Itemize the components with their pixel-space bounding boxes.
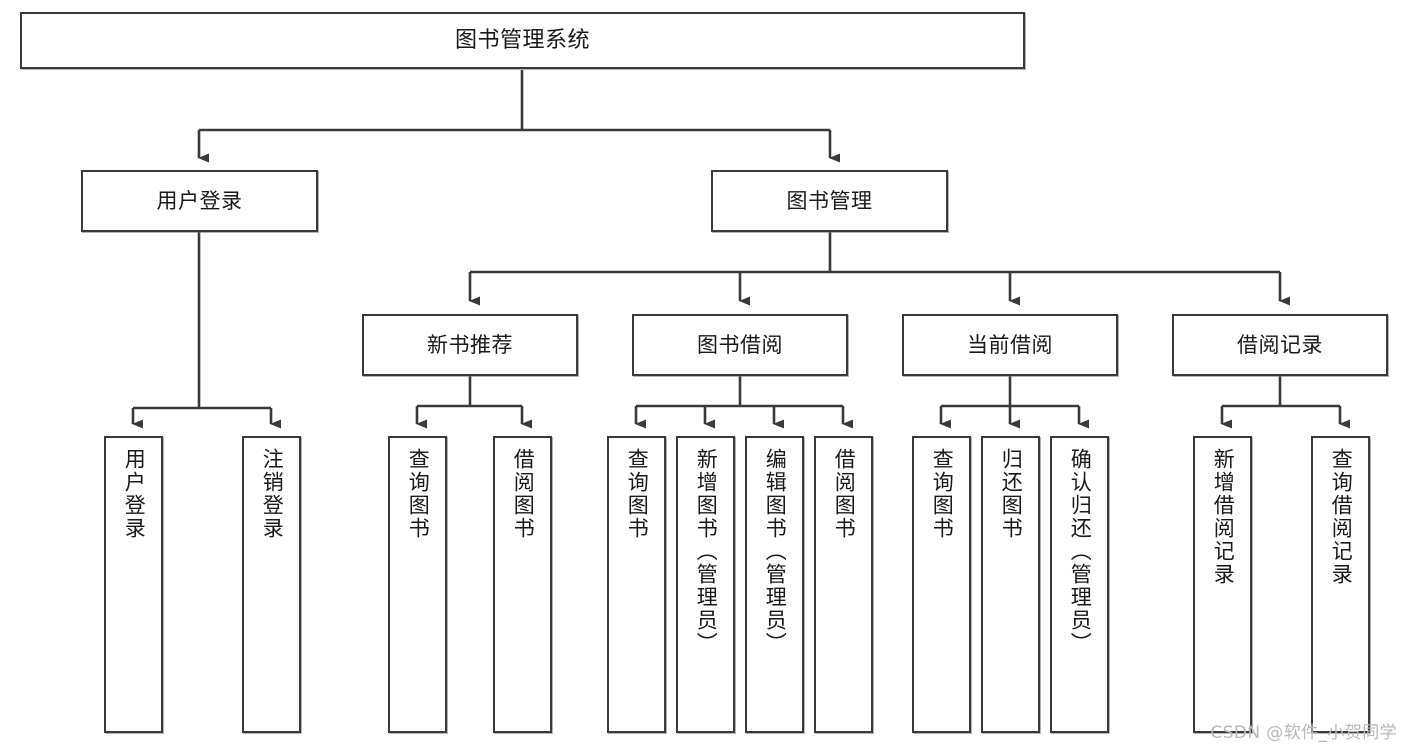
node-label: 归还图书 xyxy=(999,448,1024,540)
node-label: 用户登录 xyxy=(122,448,147,540)
node-label: 借阅图书 xyxy=(511,448,536,540)
watermark-text: CSDN @软件_小贺同学 xyxy=(1210,723,1397,743)
node-leaf-user-login[interactable]: 用户登录 xyxy=(104,436,163,733)
node-label: 编辑图书（管理员） xyxy=(763,448,788,655)
node-root-book-management-system[interactable]: 图书管理系统 xyxy=(20,12,1025,69)
node-leaf-add-record[interactable]: 新增借阅记录 xyxy=(1193,436,1252,733)
node-label: 确认归还（管理员） xyxy=(1068,448,1093,655)
node-label: 借阅记录 xyxy=(1237,332,1323,357)
node-leaf-return-book[interactable]: 归还图书 xyxy=(981,436,1040,733)
node-label: 查询借阅记录 xyxy=(1329,448,1354,586)
node-label: 查询图书 xyxy=(930,448,955,540)
node-label: 新增图书（管理员） xyxy=(694,448,719,655)
node-label: 查询图书 xyxy=(625,448,650,540)
node-leaf-query-book-2[interactable]: 查询图书 xyxy=(607,436,666,733)
node-label: 用户登录 xyxy=(156,188,243,213)
node-label: 借阅图书 xyxy=(832,448,857,540)
node-leaf-add-book[interactable]: 新增图书（管理员） xyxy=(676,436,735,733)
node-label: 新增借阅记录 xyxy=(1211,448,1236,586)
node-leaf-query-book-1[interactable]: 查询图书 xyxy=(388,436,447,733)
node-label: 图书借阅 xyxy=(697,332,783,357)
node-current-borrow[interactable]: 当前借阅 xyxy=(902,314,1118,376)
node-leaf-query-record[interactable]: 查询借阅记录 xyxy=(1311,436,1370,733)
node-leaf-borrow-book-2[interactable]: 借阅图书 xyxy=(814,436,873,733)
node-label: 当前借阅 xyxy=(967,332,1053,357)
node-user-login[interactable]: 用户登录 xyxy=(81,170,318,232)
node-leaf-confirm-return[interactable]: 确认归还（管理员） xyxy=(1050,436,1109,733)
node-leaf-query-book-3[interactable]: 查询图书 xyxy=(912,436,971,733)
node-label: 新书推荐 xyxy=(427,332,513,357)
node-label: 图书管理系统 xyxy=(454,27,590,53)
node-borrow-record[interactable]: 借阅记录 xyxy=(1172,314,1388,376)
node-label: 注销登录 xyxy=(260,448,285,540)
node-leaf-logout-login[interactable]: 注销登录 xyxy=(242,436,301,733)
node-leaf-borrow-book-1[interactable]: 借阅图书 xyxy=(493,436,552,733)
node-book-borrow[interactable]: 图书借阅 xyxy=(632,314,848,376)
node-leaf-edit-book[interactable]: 编辑图书（管理员） xyxy=(745,436,804,733)
node-new-book-recommend[interactable]: 新书推荐 xyxy=(362,314,578,376)
node-label: 图书管理 xyxy=(786,188,873,213)
node-label: 查询图书 xyxy=(406,448,431,540)
node-book-management[interactable]: 图书管理 xyxy=(711,170,948,232)
